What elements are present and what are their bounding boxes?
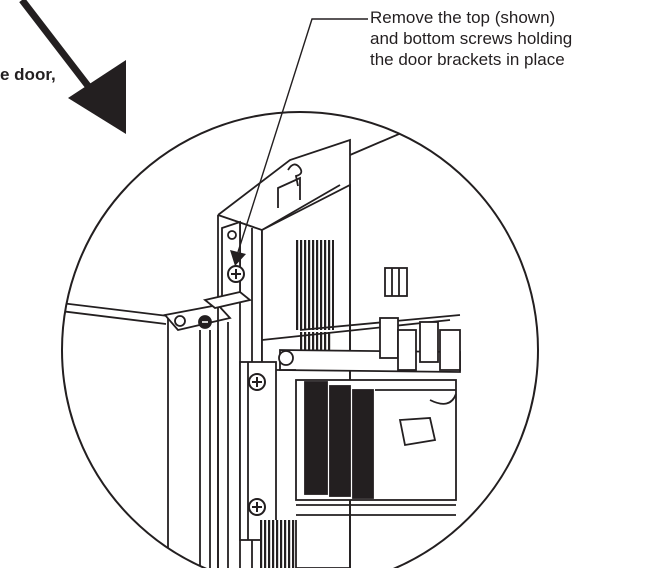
cropped-label: e door, xyxy=(0,65,56,84)
screw-icon xyxy=(248,498,266,516)
callout-text: Remove the top (shown) and bottom screws… xyxy=(370,7,663,70)
callout-line: and bottom screws holding xyxy=(370,29,573,48)
screw-icon xyxy=(248,373,266,391)
screw-icon xyxy=(227,265,245,283)
callout-line: the door brackets in place xyxy=(370,50,565,69)
callout-line: Remove the top (shown) xyxy=(370,8,556,27)
leader-arrow xyxy=(230,18,368,266)
magnified-detail-view xyxy=(61,111,539,568)
direction-arrow xyxy=(19,0,126,134)
